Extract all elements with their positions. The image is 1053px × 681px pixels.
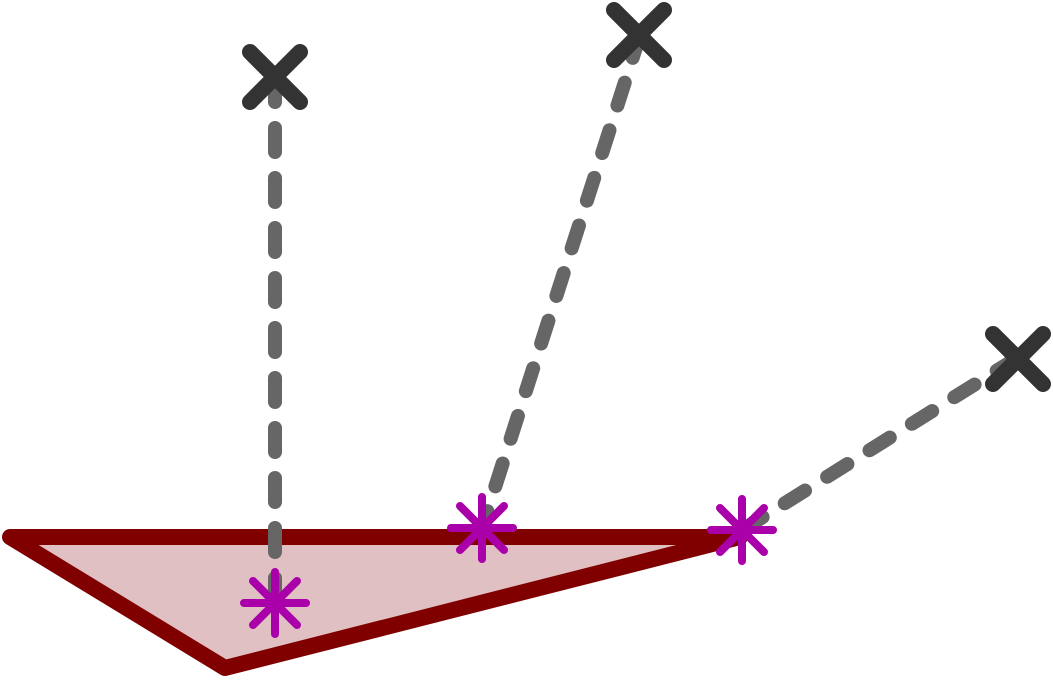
closest-point-1 (240, 568, 310, 638)
query-point-1 (242, 44, 308, 110)
closest-points (240, 493, 777, 638)
x-cross-icon (985, 326, 1051, 392)
projection-lines (268, 28, 1024, 610)
query-points (242, 2, 1051, 392)
query-point-3 (985, 326, 1051, 392)
asterisk-icon (447, 493, 517, 563)
x-cross-icon (606, 2, 672, 68)
asterisk-icon (707, 495, 777, 565)
projection-line-2 (475, 28, 647, 535)
projection-line-3 (735, 351, 1024, 537)
closest-point-2 (447, 493, 517, 563)
query-point-2 (606, 2, 672, 68)
x-cross-icon (242, 44, 308, 110)
asterisk-icon (240, 568, 310, 638)
triangle (2, 529, 748, 676)
closest-point-3 (707, 495, 777, 565)
